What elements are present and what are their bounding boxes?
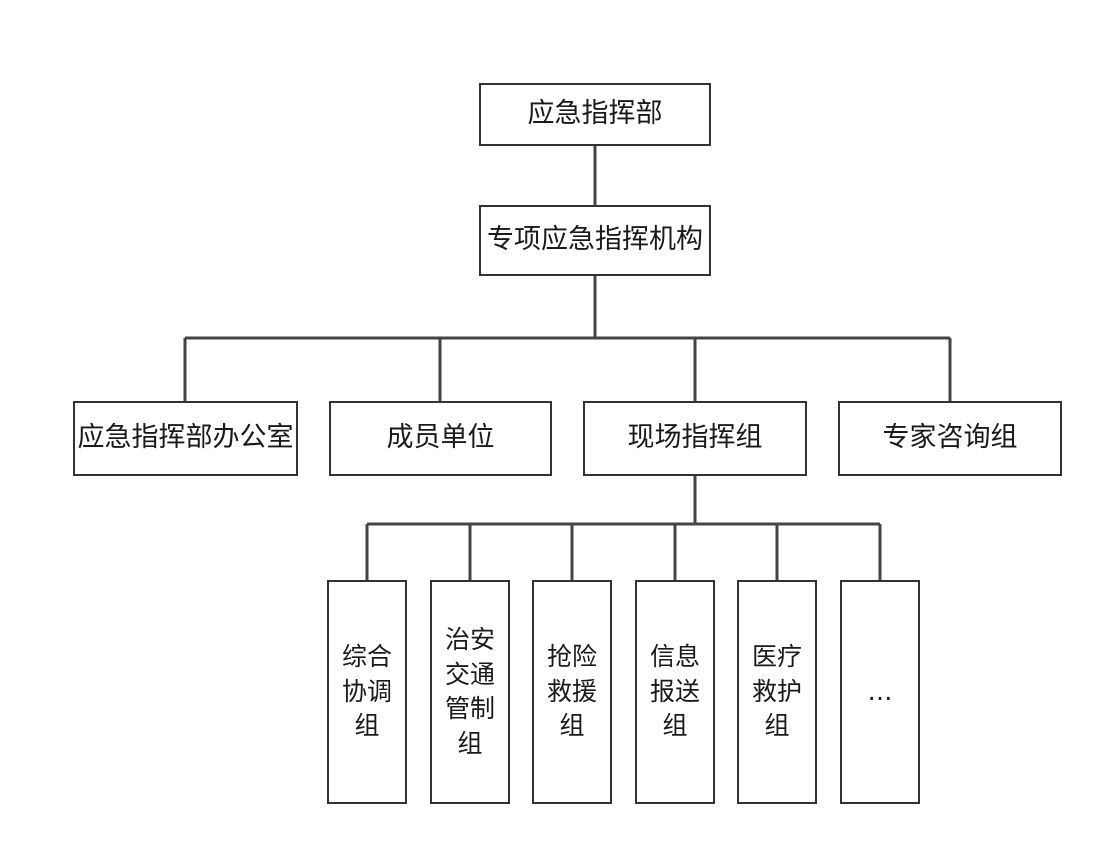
level4-line: 交通: [444, 659, 495, 689]
level4-line: 医疗: [751, 642, 802, 672]
level4-node-medical: 医疗 救护 组: [737, 580, 817, 804]
level4-node-coordination: 综合 协调 组: [327, 580, 407, 804]
level4-line: 治安: [444, 625, 495, 654]
level4-line: 报送: [649, 676, 700, 706]
level3-node-label: 现场指挥组: [627, 422, 763, 454]
level4-line: …: [867, 676, 893, 706]
level4-line: 组: [354, 711, 380, 741]
level4-line: 组: [764, 711, 790, 741]
level3-node-office: 应急指挥部办公室: [73, 401, 298, 476]
level3-node-label: 专家咨询组: [882, 422, 1018, 454]
top-node: 应急指挥部: [479, 83, 711, 146]
level3-node-field-command: 现场指挥组: [583, 401, 807, 476]
level4-line: 组: [662, 711, 688, 741]
level3-node-experts: 专家咨询组: [838, 401, 1062, 476]
level3-node-label: 应急指挥部办公室: [77, 422, 294, 454]
level4-node-traffic: 治安 交通 管制 组: [430, 580, 510, 804]
level4-line: 组: [559, 711, 585, 741]
level4-node-rescue: 抢险 救援 组: [532, 580, 612, 804]
top-node-label: 应急指挥部: [527, 98, 663, 130]
level4-line: 协调: [341, 676, 392, 706]
level4-line: 综合: [341, 642, 392, 672]
level3-node-label: 成员单位: [386, 422, 495, 454]
level4-line: 抢险: [546, 642, 597, 672]
level4-line: 救护: [751, 676, 802, 706]
level4-line: 信息: [649, 642, 700, 672]
level4-node-reporting: 信息 报送 组: [635, 580, 715, 804]
second-node: 专项应急指挥机构: [479, 205, 711, 276]
second-node-label: 专项应急指挥机构: [487, 224, 703, 256]
level4-line: 管制: [444, 694, 495, 723]
level3-node-members: 成员单位: [329, 401, 552, 476]
level4-node-more: …: [840, 580, 920, 804]
level4-line: 救援: [546, 676, 597, 706]
level4-line: 组: [457, 728, 483, 758]
